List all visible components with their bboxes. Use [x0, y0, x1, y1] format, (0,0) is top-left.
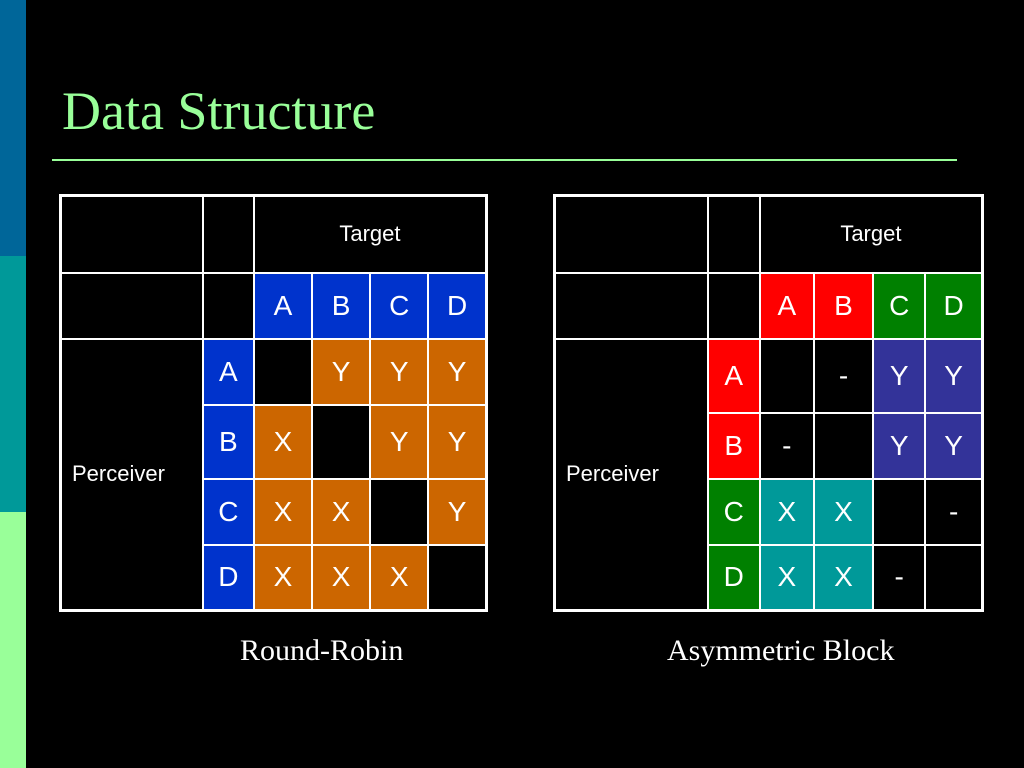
matrix-cell: X: [758, 543, 815, 612]
matrix-cell: X: [812, 477, 875, 546]
row-label: B: [201, 403, 255, 480]
perceiver-label: Perceiver: [59, 337, 204, 612]
target-label: Target: [758, 194, 984, 274]
matrix-cell: X: [252, 403, 314, 480]
matrix-cell: -: [758, 411, 815, 480]
matrix-cell: Y: [427, 337, 488, 406]
corner-cell: [201, 271, 255, 340]
column-header: C: [369, 271, 430, 340]
matrix-cell: Y: [872, 337, 927, 414]
matrix-cell: X: [311, 543, 372, 612]
matrix-cell: [427, 543, 488, 612]
slide-title: Data Structure: [62, 81, 376, 141]
corner-cell: [59, 271, 204, 340]
column-header: C: [872, 271, 927, 340]
matrix-cell: -: [872, 543, 927, 612]
matrix-cell: [252, 337, 314, 406]
matrix-cell: Y: [427, 477, 488, 546]
asymmetric-block-table: Target A B C D Perceiver A - Y Y B - Y Y…: [553, 194, 984, 612]
column-header: A: [252, 271, 314, 340]
column-header: B: [311, 271, 372, 340]
corner-cell: [553, 194, 709, 274]
column-header: A: [758, 271, 815, 340]
row-label: B: [706, 411, 761, 480]
corner-cell: [706, 271, 761, 340]
column-header: B: [812, 271, 875, 340]
matrix-cell: X: [252, 543, 314, 612]
matrix-cell: X: [311, 477, 372, 546]
row-label: C: [201, 477, 255, 546]
matrix-cell: Y: [924, 337, 984, 414]
matrix-cell: [369, 477, 430, 546]
matrix-cell: [812, 411, 875, 480]
matrix-cell: -: [812, 337, 875, 414]
matrix-cell: Y: [924, 411, 984, 480]
target-label: Target: [252, 194, 488, 274]
matrix-cell: Y: [427, 403, 488, 480]
asymmetric-block-caption: Asymmetric Block: [667, 634, 895, 667]
matrix-cell: X: [758, 477, 815, 546]
matrix-cell: -: [924, 477, 984, 546]
corner-cell: [201, 194, 255, 274]
matrix-cell: [311, 403, 372, 480]
matrix-cell: Y: [369, 403, 430, 480]
matrix-cell: X: [252, 477, 314, 546]
row-label: A: [706, 337, 761, 414]
side-bar-middle: [0, 256, 26, 512]
column-header: D: [427, 271, 488, 340]
row-label: A: [201, 337, 255, 406]
matrix-cell: X: [369, 543, 430, 612]
matrix-cell: Y: [369, 337, 430, 406]
corner-cell: [59, 194, 204, 274]
row-label: D: [201, 543, 255, 612]
matrix-cell: Y: [311, 337, 372, 406]
title-underline: [52, 159, 957, 161]
round-robin-caption: Round-Robin: [240, 634, 404, 667]
row-label: C: [706, 477, 761, 546]
matrix-cell: [872, 477, 927, 546]
column-header: D: [924, 271, 984, 340]
matrix-cell: X: [812, 543, 875, 612]
matrix-cell: [758, 337, 815, 414]
round-robin-table: Target A B C D Perceiver A Y Y Y B X Y Y…: [59, 194, 488, 612]
side-bar-bottom: [0, 512, 26, 768]
side-bar-top: [0, 0, 26, 256]
corner-cell: [553, 271, 709, 340]
row-label: D: [706, 543, 761, 612]
matrix-cell: Y: [872, 411, 927, 480]
matrix-cell: [924, 543, 984, 612]
perceiver-label: Perceiver: [553, 337, 709, 612]
corner-cell: [706, 194, 761, 274]
